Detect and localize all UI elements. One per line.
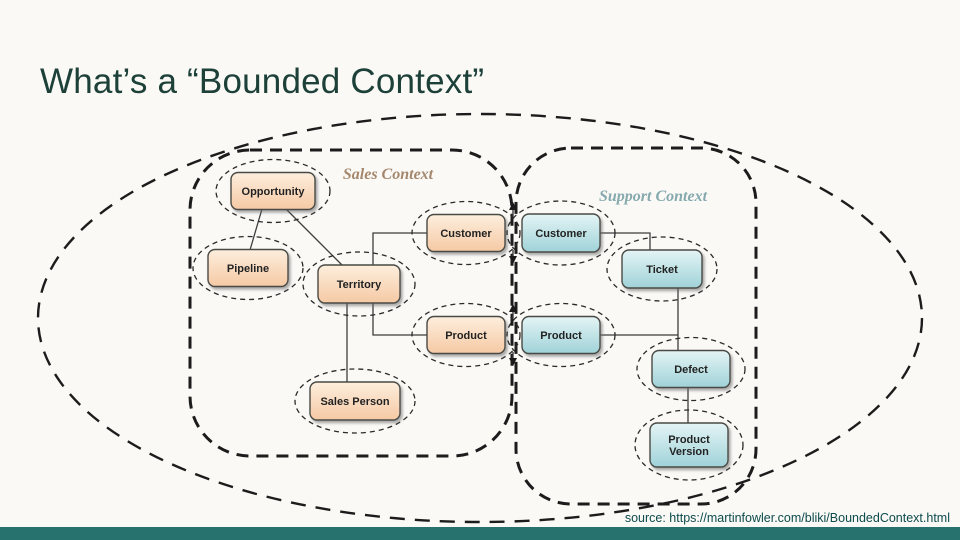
node-ellipse-defect <box>636 336 746 402</box>
arrow-up-icon <box>509 304 517 312</box>
node-label-pipeline: Pipeline <box>227 263 269 275</box>
node-ellipse-product-support <box>506 302 616 368</box>
context-boundary-sales <box>188 148 514 458</box>
node-box-product-version <box>649 422 729 468</box>
node-ellipse-opportunity <box>215 158 331 224</box>
node-ellipse-customer-support <box>506 200 616 266</box>
node-label-sales-person: Sales Person <box>320 396 389 408</box>
node-label-ticket: Ticket <box>646 264 678 276</box>
context-boundary-support <box>514 146 758 506</box>
node-box-defect <box>651 349 731 389</box>
node-box-customer-support <box>521 213 601 253</box>
node-box-product-sales <box>426 315 506 355</box>
node-ellipse-sales-person <box>294 368 416 434</box>
node-customer-support: Customer <box>506 200 616 266</box>
cross-link-customer <box>509 202 517 264</box>
context-label-sales: Sales Context <box>343 166 434 183</box>
node-box-territory <box>317 264 401 304</box>
node-defect: Defect <box>636 336 746 402</box>
arrow-down-icon <box>509 358 517 366</box>
outer-boundary-ellipse <box>36 112 924 524</box>
node-box-pipeline <box>207 248 289 288</box>
edge-customer-support-ticket <box>600 232 651 250</box>
node-product-support: Product <box>506 302 616 368</box>
slide-title: What’s a “Bounded Context” <box>40 62 485 101</box>
node-product-sales: Product <box>411 302 521 368</box>
node-label-territory: Territory <box>337 279 382 291</box>
footer-bar <box>0 527 960 540</box>
node-ellipse-customer-sales <box>411 200 521 266</box>
node-box-sales-person <box>309 381 401 421</box>
edge-opportunity-pipeline <box>249 208 263 251</box>
node-label-customer-sales: Customer <box>440 228 492 240</box>
arrow-down-icon <box>509 256 517 264</box>
node-ellipse-pipeline <box>192 235 304 301</box>
node-label-opportunity: Opportunity <box>242 186 306 198</box>
node-ticket: Ticket <box>606 236 718 302</box>
node-label-customer-support: Customer <box>535 228 587 240</box>
node-label-product-sales: Product <box>445 330 487 342</box>
node-box-ticket <box>621 249 703 289</box>
edge-opportunity-territory <box>285 208 343 266</box>
node-customer-sales: Customer <box>411 200 521 266</box>
node-label-defect: Defect <box>674 364 708 376</box>
source-link[interactable]: source: https://martinfowler.com/bliki/B… <box>624 511 950 525</box>
node-ellipse-product-sales <box>411 302 521 368</box>
node-territory: Territory <box>302 251 416 317</box>
node-ellipse-ticket <box>606 236 718 302</box>
edge-product-sales-territory <box>372 303 427 336</box>
node-opportunity: Opportunity <box>215 158 331 224</box>
node-label-product-support: Product <box>540 330 582 342</box>
edge-customer-sales-territory <box>372 232 427 265</box>
node-box-opportunity <box>230 171 316 211</box>
arrow-up-icon <box>509 202 517 210</box>
node-pipeline: Pipeline <box>192 235 304 301</box>
context-label-support: Support Context <box>599 188 708 205</box>
node-sales-person: Sales Person <box>294 368 416 434</box>
cross-link-product <box>509 304 517 366</box>
node-box-customer-sales <box>426 213 506 253</box>
node-box-product-support <box>521 315 601 355</box>
node-ellipse-territory <box>302 251 416 317</box>
node-ellipse-product-version <box>634 409 744 481</box>
